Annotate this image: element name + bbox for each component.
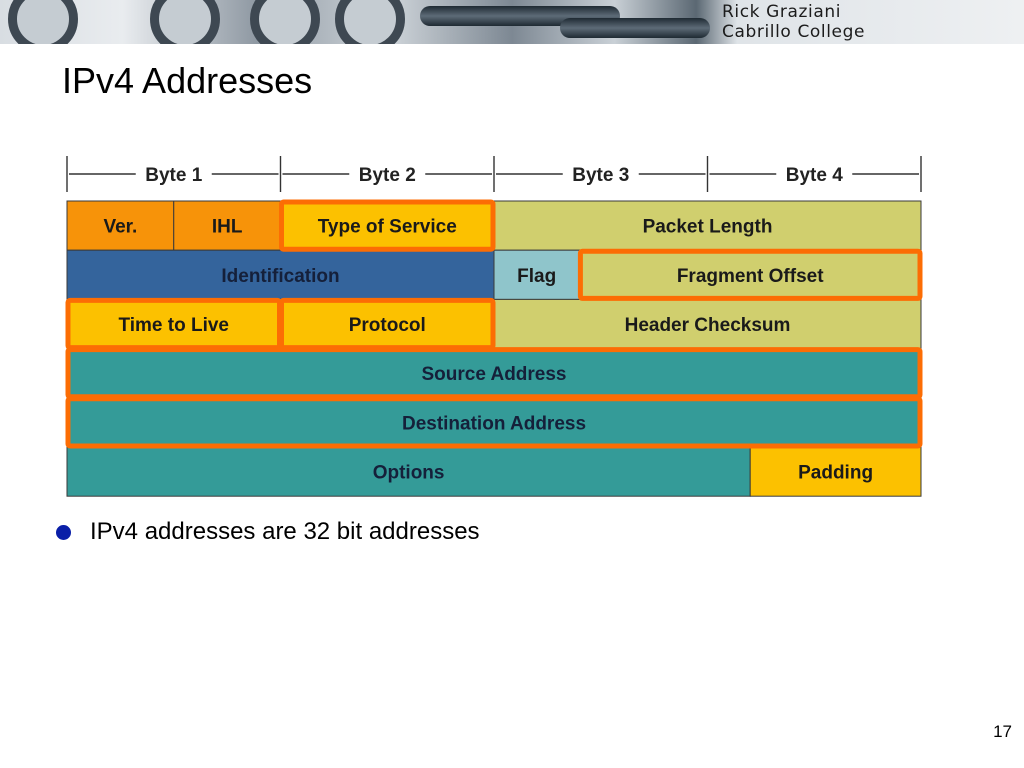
field-label: Time to Live xyxy=(118,315,229,336)
field-label: Type of Service xyxy=(318,217,457,238)
field-cell xyxy=(66,348,922,399)
byte-ruler: Byte 1 Byte 2 Byte 3 Byte 4 xyxy=(66,156,922,192)
slide-title: IPv4 Addresses xyxy=(62,60,313,101)
highlight-outlines xyxy=(65,199,923,449)
field-label: Padding xyxy=(798,463,873,484)
decorative-cable-image xyxy=(560,18,710,38)
bullet-dot-icon xyxy=(56,524,71,540)
field-label: Options xyxy=(373,463,445,484)
field-cell xyxy=(493,298,922,350)
field-cell xyxy=(66,298,281,350)
decorative-disc-image xyxy=(335,0,405,44)
field-cell xyxy=(66,446,751,497)
byte-label: Byte 2 xyxy=(359,165,416,186)
field-label: Fragment Offset xyxy=(677,266,824,287)
page-number: 17 xyxy=(993,722,1012,741)
author-block: Rick Graziani Cabrillo College xyxy=(722,2,865,42)
field-label: Packet Length xyxy=(643,217,773,238)
field-cell xyxy=(66,397,922,448)
author-name: Rick Graziani xyxy=(722,2,842,22)
field-highlight xyxy=(65,347,923,400)
field-highlight xyxy=(577,248,923,301)
bullet-text: IPv4 addresses are 32 bit addresses xyxy=(90,518,480,545)
bullet-item: IPv4 addresses are 32 bit addresses xyxy=(56,518,480,546)
byte-label: Byte 1 xyxy=(145,165,202,186)
field-cell xyxy=(280,298,495,350)
field-cell xyxy=(578,249,922,300)
field-cell xyxy=(66,200,175,251)
field-label: Flag xyxy=(517,266,556,287)
institution-name: Cabrillo College xyxy=(722,22,866,42)
field-label: Ver. xyxy=(103,217,137,238)
field-highlight xyxy=(65,396,923,449)
byte-label: Byte 4 xyxy=(786,165,843,186)
field-label: Source Address xyxy=(421,364,566,385)
header-fields: Ver. IHL Type of Service Packet LengthIdent… xyxy=(66,200,922,497)
field-highlight xyxy=(65,297,282,351)
decorative-disc-image xyxy=(8,0,78,44)
field-highlight xyxy=(279,199,496,252)
byte-label: Byte 3 xyxy=(572,165,629,186)
field-highlight xyxy=(279,297,496,351)
field-cell xyxy=(280,200,495,251)
decorative-disc-image xyxy=(150,0,220,44)
field-cell xyxy=(493,249,580,300)
field-label: Destination Address xyxy=(402,413,586,434)
field-label: Identification xyxy=(221,266,339,287)
field-cell xyxy=(66,249,495,300)
header-banner: Rick Graziani Cabrillo College xyxy=(0,0,1024,44)
field-cell xyxy=(173,200,281,251)
field-label: Protocol xyxy=(349,315,426,336)
field-cell xyxy=(493,200,922,251)
field-label: IHL xyxy=(212,217,243,238)
field-label: Header Checksum xyxy=(625,315,791,336)
decorative-disc-image xyxy=(250,0,320,44)
field-cell xyxy=(749,446,922,497)
